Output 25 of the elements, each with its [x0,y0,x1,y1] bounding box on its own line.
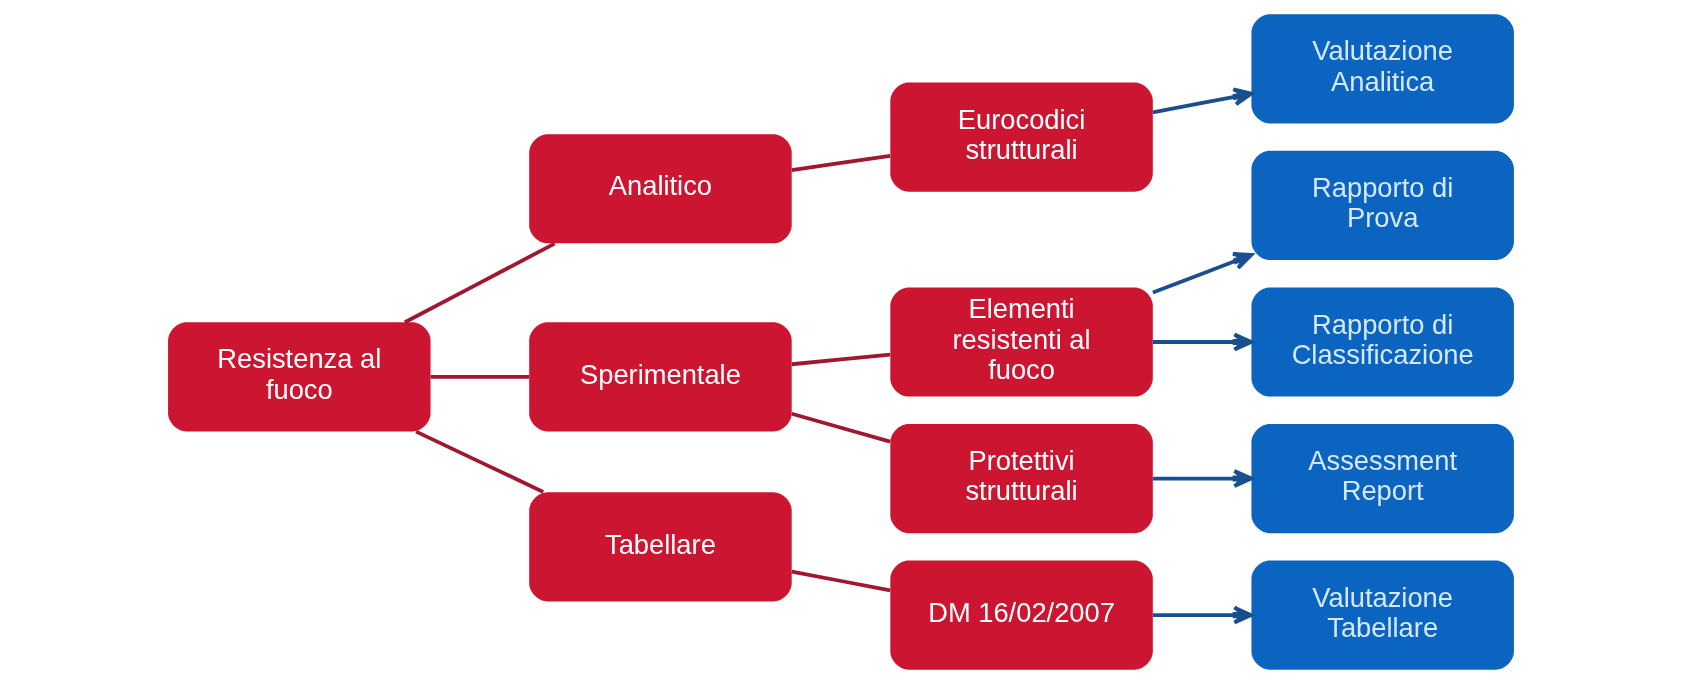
arrow [1152,87,1253,115]
connector [790,411,891,444]
node-box: Valutazione Analitica [1250,14,1514,124]
node-box: Elementi resistenti al fuoco [889,287,1153,397]
connector [791,352,890,367]
arrow [1152,469,1253,488]
node-box: DM 16/02/2007 [889,560,1153,670]
node-box: Sperimentale [528,322,792,432]
node-box: Tabellare [528,492,792,602]
arrow [1151,252,1253,295]
connector [403,241,555,324]
node-box: Valutazione Tabellare [1250,560,1514,670]
arrow [1152,605,1253,625]
node-box: Analitico [528,134,792,244]
node-box: Resistenza al fuoco [167,322,431,432]
connector [790,154,890,172]
connector [414,429,544,494]
node-box: Rapporto di Prova [1250,150,1514,261]
connector [430,375,529,379]
node-box: Rapporto di Classificazione [1250,287,1514,397]
node-box: Protettivi strutturali [889,423,1153,534]
node-box: Eurocodici strutturali [889,82,1153,192]
connector [790,569,890,593]
arrow [1152,332,1253,352]
node-box: Assessment Report [1250,423,1514,534]
